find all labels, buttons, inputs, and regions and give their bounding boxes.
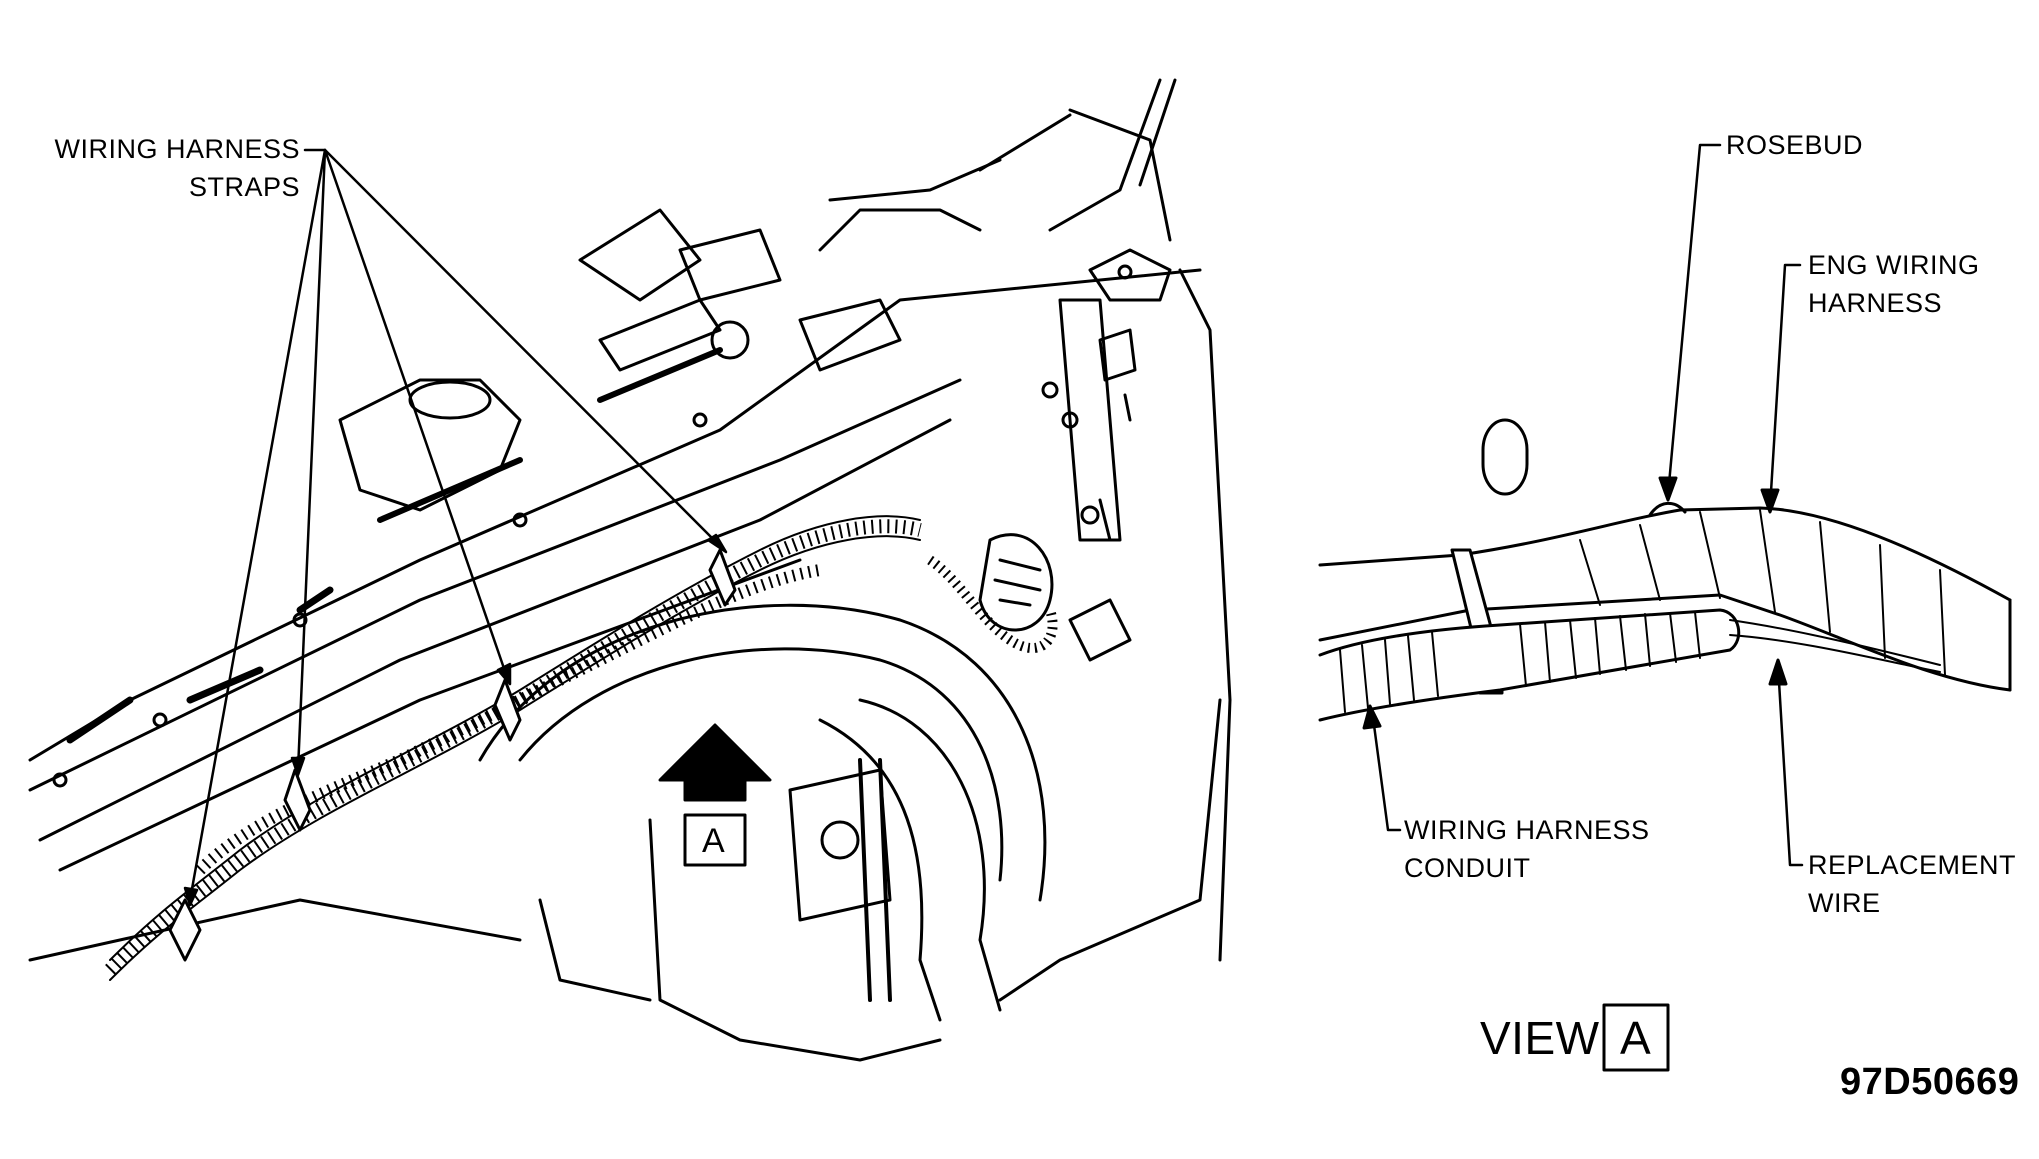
wiring-harness-conduit-label: WIRING HARNESS CONDUIT xyxy=(1404,811,1650,887)
rosebud-label: ROSEBUD xyxy=(1726,130,1864,160)
straps-label-line-2: STRAPS xyxy=(188,172,300,202)
engine-compartment-illustration xyxy=(28,78,1232,1062)
replacement-wire-label: REPLACEMENT WIRE xyxy=(1808,846,2016,922)
left-wiring-harness xyxy=(105,515,1058,981)
arrow-box-letter: A xyxy=(702,822,726,860)
view-word: VIEW xyxy=(1480,1012,1600,1064)
eng-label-line-2: HARNESS xyxy=(1808,288,1943,318)
replacement-label-line-1: REPLACEMENT xyxy=(1808,850,2017,880)
conduit-label-line-2: CONDUIT xyxy=(1404,853,1531,883)
figure-id: 97D50669 xyxy=(1840,1061,2020,1103)
conduit-label-line-1: WIRING HARNESS xyxy=(1404,815,1650,845)
straps-label-line-1: WIRING HARNESS xyxy=(54,134,300,164)
eng-label-line-1: ENG WIRING xyxy=(1808,250,1980,280)
view-direction-arrow xyxy=(658,723,772,867)
replacement-label-line-2: WIRE xyxy=(1808,888,1881,918)
straps-leader-lines xyxy=(183,148,728,907)
view-a-detail xyxy=(1318,143,2012,1072)
wiring-harness-straps-label: WIRING HARNESS STRAPS xyxy=(42,130,300,206)
view-letter: A xyxy=(1620,1012,1652,1064)
eng-wiring-harness-label: ENG WIRING HARNESS xyxy=(1808,246,1980,322)
